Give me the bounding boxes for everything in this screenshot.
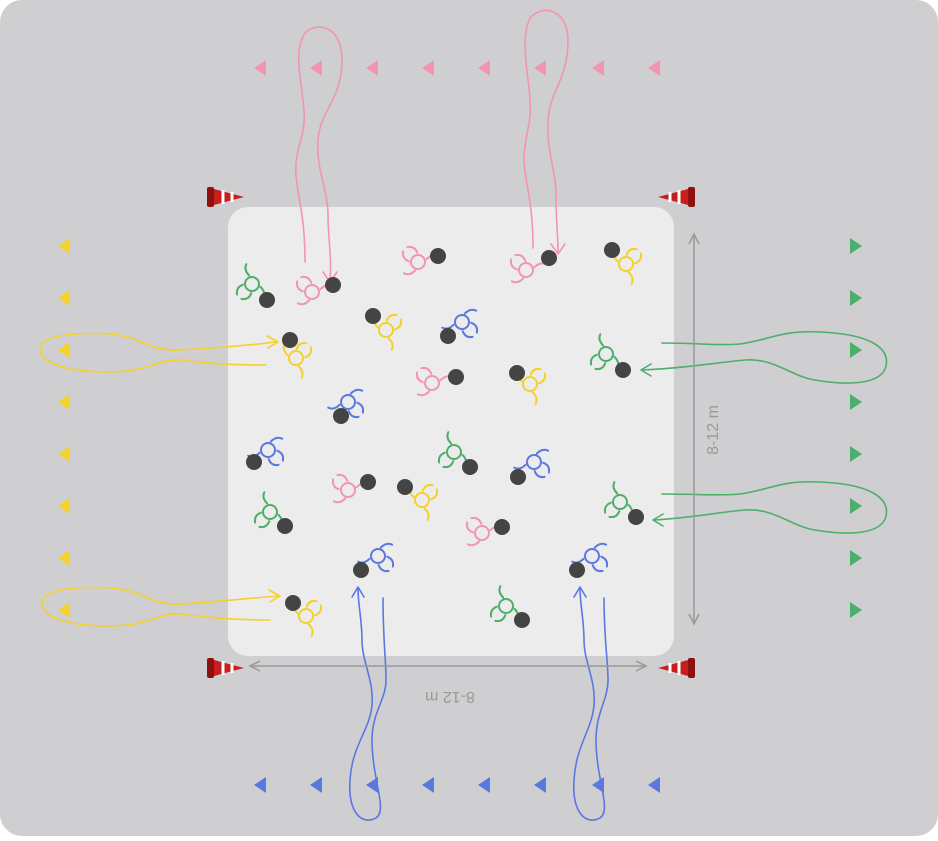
ball-icon — [285, 595, 301, 611]
marker-flag-icon — [478, 777, 490, 793]
marker-flag-icon — [310, 777, 322, 793]
marker-flag-icon — [478, 60, 490, 76]
vertical-dimension-arrow-icon — [688, 232, 700, 626]
marker-flag-icon — [58, 342, 70, 358]
ball-icon — [333, 408, 349, 424]
playing-field — [228, 207, 674, 656]
marker-flag-icon — [850, 602, 862, 618]
marker-flag-icon — [58, 446, 70, 462]
marker-flag-icon — [254, 60, 266, 76]
ball-icon — [430, 248, 446, 264]
marker-flag-icon — [648, 60, 660, 76]
movement-arrow-icon — [41, 586, 281, 627]
ball-icon — [509, 365, 525, 381]
ball-icon — [462, 459, 478, 475]
ball-icon — [353, 562, 369, 578]
movement-arrow-icon — [523, 9, 569, 255]
marker-flag-icon — [58, 290, 70, 306]
marker-flag-icon — [850, 342, 862, 358]
ball-icon — [246, 454, 262, 470]
movement-arrow-icon — [39, 332, 279, 373]
ball-icon — [569, 562, 585, 578]
marker-flag-icon — [850, 238, 862, 254]
ball-icon — [615, 362, 631, 378]
marker-flag-icon — [58, 550, 70, 566]
ball-icon — [259, 292, 275, 308]
marker-flag-icon — [58, 498, 70, 514]
marker-flag-icon — [534, 777, 546, 793]
marker-flag-icon — [850, 498, 862, 514]
horizontal-dimension-label: 8-12 m — [425, 688, 475, 705]
marker-flag-icon — [850, 290, 862, 306]
marker-flag-icon — [366, 60, 378, 76]
horizontal-dimension-arrow-icon — [248, 660, 648, 672]
marker-flag-icon — [592, 60, 604, 76]
ball-icon — [628, 509, 644, 525]
movement-arrow-icon — [652, 480, 888, 534]
marker-flag-icon — [310, 60, 322, 76]
vertical-dimension-label: 8-12 m — [705, 405, 722, 455]
movement-arrow-icon — [573, 586, 609, 821]
ball-icon — [282, 332, 298, 348]
marker-flag-icon — [422, 60, 434, 76]
marker-flag-icon — [366, 777, 378, 793]
marker-flag-icon — [534, 60, 546, 76]
ball-icon — [440, 328, 456, 344]
marker-flag-icon — [850, 550, 862, 566]
ball-icon — [397, 479, 413, 495]
marker-flag-icon — [850, 446, 862, 462]
ball-icon — [494, 519, 510, 535]
ball-icon — [448, 369, 464, 385]
ball-icon — [365, 308, 381, 324]
marker-flag-icon — [58, 602, 70, 618]
marker-flag-icon — [58, 238, 70, 254]
marker-flag-icon — [422, 777, 434, 793]
ball-icon — [510, 469, 526, 485]
movement-arrow-icon — [349, 586, 387, 821]
marker-flag-icon — [254, 777, 266, 793]
movement-arrow-icon — [640, 330, 888, 384]
marker-flag-icon — [648, 777, 660, 793]
marker-flag-icon — [58, 394, 70, 410]
ball-icon — [541, 250, 557, 266]
ball-icon — [277, 518, 293, 534]
ball-icon — [514, 612, 530, 628]
ball-icon — [360, 474, 376, 490]
ball-icon — [325, 277, 341, 293]
ball-icon — [604, 242, 620, 258]
marker-flag-icon — [850, 394, 862, 410]
